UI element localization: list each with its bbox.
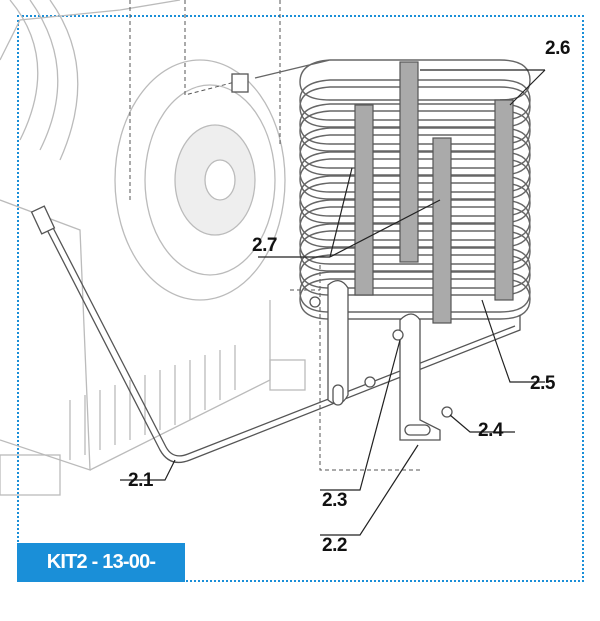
exploded-diagram xyxy=(0,0,546,536)
label-2-7: 2.7 xyxy=(252,235,277,256)
pipe-2-1 xyxy=(30,73,521,464)
label-2-5: 2.5 xyxy=(530,373,555,394)
coil-loop xyxy=(299,278,531,320)
compressor-body xyxy=(0,0,306,496)
label-2-3: 2.3 xyxy=(322,490,347,511)
dotted-frame xyxy=(17,15,584,582)
brackets xyxy=(309,280,453,441)
kit-code-badge: KIT2 - 13-00-0089/R xyxy=(17,543,185,612)
label-2-1: 2.1 xyxy=(128,470,153,491)
callout-lines xyxy=(120,69,546,536)
coil-clamps xyxy=(354,61,514,324)
cooling-coil xyxy=(254,59,531,320)
label-2-2: 2.2 xyxy=(322,535,347,556)
coil-loop xyxy=(299,271,531,313)
label-2-6: 2.6 xyxy=(545,38,570,59)
label-2-4: 2.4 xyxy=(478,420,503,441)
